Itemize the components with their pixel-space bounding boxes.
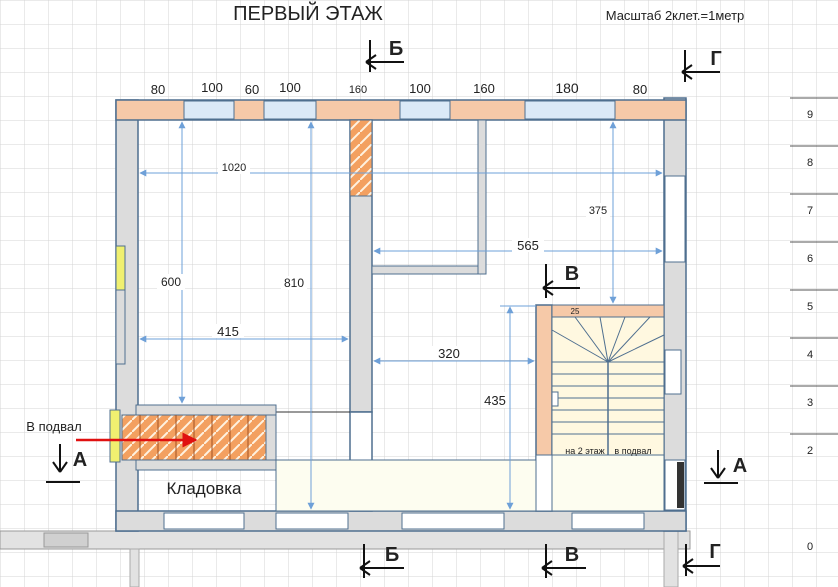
section-g-top: Г — [681, 48, 722, 82]
bottom-windows — [163, 512, 645, 530]
segment-label: 100 — [409, 81, 431, 96]
segment-label: 80 — [633, 82, 647, 97]
dim-435: 435 — [484, 393, 506, 408]
stair-down-label: в подвал — [614, 446, 651, 456]
plan-title: ПЕРВЫЙ ЭТАЖ — [233, 1, 383, 25]
section-a-label: А — [733, 455, 747, 477]
basement-label: В подвал — [26, 419, 81, 434]
dim-600: 600 — [161, 275, 181, 289]
scale-note: Масштаб 2клет.=1метр — [606, 8, 745, 23]
section-a-left: А — [46, 444, 87, 483]
dim-1020: 1020 — [222, 162, 246, 174]
section-b-label: Б — [389, 38, 403, 60]
section-b-top: Б — [365, 38, 404, 72]
top-windows — [183, 100, 616, 120]
dim-810: 810 — [284, 276, 304, 290]
segment-label: 60 — [245, 82, 259, 97]
right-windows — [664, 175, 686, 511]
segment-label: 100 — [201, 80, 223, 95]
ruler-mark: 9 — [807, 109, 813, 121]
left-windows — [109, 245, 126, 463]
basement-stair — [121, 404, 277, 471]
ruler-mark: 0 — [807, 541, 813, 553]
section-a-right: А — [704, 450, 747, 484]
section-v-label: В — [565, 263, 579, 285]
dim-375: 375 — [589, 205, 607, 217]
height-ruler: 9 8 7 6 5 4 3 2 0 — [790, 97, 838, 553]
ruler-mark: 8 — [807, 157, 813, 169]
section-g-bottom: Г — [682, 541, 721, 576]
ruler-mark: 4 — [807, 349, 813, 361]
dim-25: 25 — [571, 307, 580, 316]
dim-415: 415 — [217, 324, 239, 339]
segment-label: 100 — [279, 80, 301, 95]
foundation — [0, 530, 691, 587]
ruler-mark: 5 — [807, 301, 813, 313]
segment-label: 160 — [473, 81, 495, 96]
ruler-mark: 3 — [807, 397, 813, 409]
dim-565: 565 — [517, 238, 539, 253]
section-a-label: А — [73, 449, 87, 471]
section-b-bottom: Б — [359, 544, 404, 578]
ruler-mark: 7 — [807, 205, 813, 217]
section-v-bottom: В — [541, 544, 586, 578]
stair-up-label: на 2 этаж — [565, 446, 604, 456]
section-b-label: Б — [385, 544, 399, 566]
room-label-storage: Кладовка — [167, 479, 242, 498]
interior-walls — [275, 119, 665, 512]
segment-label: 180 — [555, 80, 579, 96]
ruler-mark: 2 — [807, 445, 813, 457]
main-stair — [551, 316, 665, 512]
section-g-label: Г — [710, 48, 721, 70]
ruler-mark: 6 — [807, 253, 813, 265]
segment-label: 160 — [349, 84, 367, 96]
section-v-label: В — [565, 544, 579, 566]
dim-320: 320 — [438, 346, 460, 361]
section-g-label: Г — [709, 541, 720, 563]
top-segment-labels: 80 100 60 100 160 100 160 180 80 — [151, 80, 647, 97]
segment-label: 80 — [151, 82, 165, 97]
dimension-labels: 1020 375 565 600 810 415 320 435 25 — [157, 162, 610, 408]
section-v-mid: В — [542, 263, 580, 298]
